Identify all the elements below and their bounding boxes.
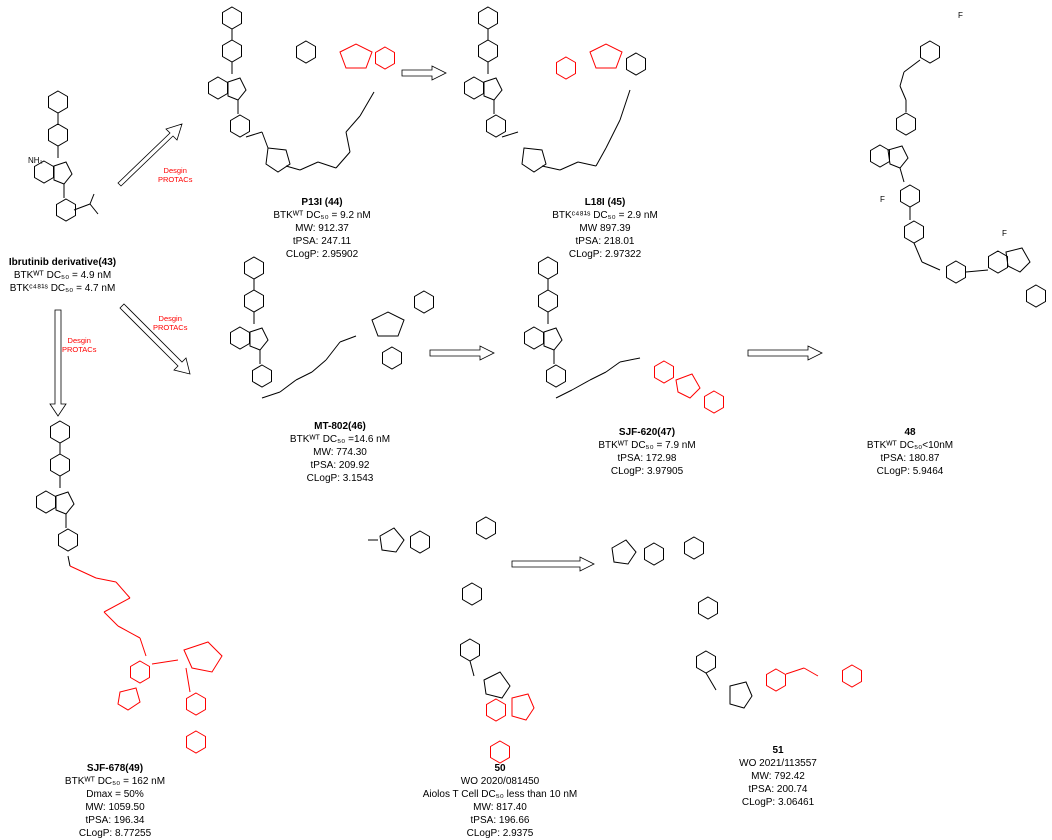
- caption-line: CLogP: 3.06461: [741, 797, 815, 808]
- caption-line: BTKᵂᵀ DC₅₀ = 7.9 nM: [598, 440, 696, 451]
- design-arrow-1: [117, 123, 183, 187]
- compound-name: SJF-620(47): [618, 427, 676, 438]
- caption-51: 51 WO 2021/113557 MW: 792.42 tPSA: 200.7…: [718, 744, 838, 809]
- caption-line: BTKᶜ⁴⁸¹ˢ DC₅₀ = 4.7 nM: [9, 283, 116, 294]
- atom-nh2: NH₂: [28, 156, 43, 165]
- design-label-1-line2: PROTACs: [158, 175, 193, 184]
- caption-line: CLogP: 3.1543: [306, 473, 374, 484]
- structure-46: [231, 257, 434, 399]
- atom-f-48a: F: [958, 11, 963, 20]
- caption-line: BTKᶜ⁴⁸¹ˢ DC₅₀ = 2.9 nM: [552, 210, 658, 221]
- transform-arrow-44-45: [401, 65, 447, 81]
- design-label-1-line1: Desgin: [163, 166, 187, 175]
- caption-line: MW: 774.30: [313, 447, 367, 458]
- caption-line: MW: 817.40: [473, 802, 527, 813]
- structure-47: [525, 257, 724, 414]
- caption-line: MW: 912.37: [295, 223, 349, 234]
- atom-f-48b: F: [880, 195, 885, 204]
- caption-49: SJF-678(49) BTKᵂᵀ DC₅₀ = 162 nM Dmax = 5…: [60, 762, 170, 840]
- caption-line: CLogP: 3.97905: [610, 466, 684, 477]
- transform-arrow-46-47: [429, 345, 495, 361]
- caption-48: 48 BTKᵂᵀ DC₅₀<10nM tPSA: 180.87 CLogP: 5…: [855, 426, 965, 478]
- caption-line: tPSA: 196.34: [85, 815, 145, 826]
- design-label-2-line2: PROTACs: [153, 323, 188, 332]
- caption-line: tPSA: 247.11: [292, 236, 352, 247]
- caption-line: MW 897.39: [579, 223, 631, 234]
- caption-line: MW: 1059.50: [85, 802, 145, 813]
- structure-45: [465, 7, 646, 173]
- transform-arrow-50-51: [511, 556, 595, 572]
- caption-line: tPSA: 196.66: [470, 815, 530, 826]
- compound-name: MT-802(46): [314, 421, 366, 432]
- structure-51: [611, 536, 862, 709]
- caption-line: BTKᵂᵀ DC₅₀ =14.6 nM: [289, 434, 391, 445]
- compound-name: SJF-678(49): [86, 763, 144, 774]
- caption-line: tPSA: 200.74: [748, 784, 808, 795]
- design-label-2: Desgin PROTACs: [153, 314, 187, 332]
- compound-name: L18I (45): [584, 197, 626, 208]
- caption-line: tPSA: 218.01: [575, 236, 635, 247]
- caption-line: WO 2020/081450: [460, 776, 540, 787]
- caption-line: CLogP: 2.97322: [568, 249, 642, 260]
- caption-44: P13I (44) BTKᵂᵀ DC₅₀ = 9.2 nM MW: 912.37…: [262, 196, 382, 261]
- compound-name: P13I (44): [301, 197, 343, 208]
- caption-line: MW: 792.42: [751, 771, 805, 782]
- compound-name: 51: [772, 745, 784, 756]
- design-arrow-2: [119, 303, 191, 375]
- caption-46: MT-802(46) BTKᵂᵀ DC₅₀ =14.6 nM MW: 774.3…: [280, 420, 400, 485]
- design-label-3: Desgin PROTACs: [62, 336, 96, 354]
- compound-name: Ibrutinib derivative(43): [8, 257, 117, 268]
- caption-line: CLogP: 2.9375: [466, 828, 534, 839]
- structure-44: [209, 7, 395, 173]
- caption-45: L18I (45) BTKᶜ⁴⁸¹ˢ DC₅₀ = 2.9 nM MW 897.…: [545, 196, 665, 261]
- design-label-1: Desgin PROTACs: [158, 166, 192, 184]
- caption-line: tPSA: 209.92: [310, 460, 370, 471]
- caption-line: BTKᵂᵀ DC₅₀<10nM: [866, 440, 954, 451]
- caption-line: BTKᵂᵀ DC₅₀ = 4.9 nM: [13, 270, 112, 281]
- design-arrow-3: [49, 309, 67, 417]
- caption-line: CLogP: 5.9464: [876, 466, 944, 477]
- transform-arrow-47-48: [747, 345, 823, 361]
- caption-43: Ibrutinib derivative(43) BTKᵂᵀ DC₅₀ = 4.…: [0, 256, 125, 295]
- structure-43: NH₂: [28, 91, 99, 221]
- compound-name: 50: [494, 763, 506, 774]
- caption-line: tPSA: 180.87: [880, 453, 940, 464]
- caption-line: BTKᵂᵀ DC₅₀ = 9.2 nM: [273, 210, 371, 221]
- structure-50: [368, 516, 535, 764]
- atom-f-48c: F: [1002, 229, 1007, 238]
- caption-50: 50 WO 2020/081450 Aiolos T Cell DC₅₀ les…: [400, 762, 600, 840]
- caption-line: CLogP: 8.77255: [78, 828, 152, 839]
- design-label-3-line2: PROTACs: [62, 345, 97, 354]
- caption-47: SJF-620(47) BTKᵂᵀ DC₅₀ = 7.9 nM tPSA: 17…: [592, 426, 702, 478]
- caption-line: BTKᵂᵀ DC₅₀ = 162 nM: [64, 776, 166, 787]
- design-label-2-line1: Desgin: [158, 314, 182, 323]
- caption-line: Dmax = 50%: [86, 789, 144, 800]
- structure-48: F F F: [870, 11, 1046, 308]
- compound-name: 48: [904, 427, 916, 438]
- design-label-3-line1: Desgin: [67, 336, 91, 345]
- caption-line: tPSA: 172.98: [617, 453, 677, 464]
- structure-49: [37, 421, 223, 754]
- caption-line: CLogP: 2.95902: [285, 249, 359, 260]
- caption-line: WO 2021/113557: [739, 758, 817, 769]
- caption-line: Aiolos T Cell DC₅₀ less than 10 nM: [422, 789, 578, 800]
